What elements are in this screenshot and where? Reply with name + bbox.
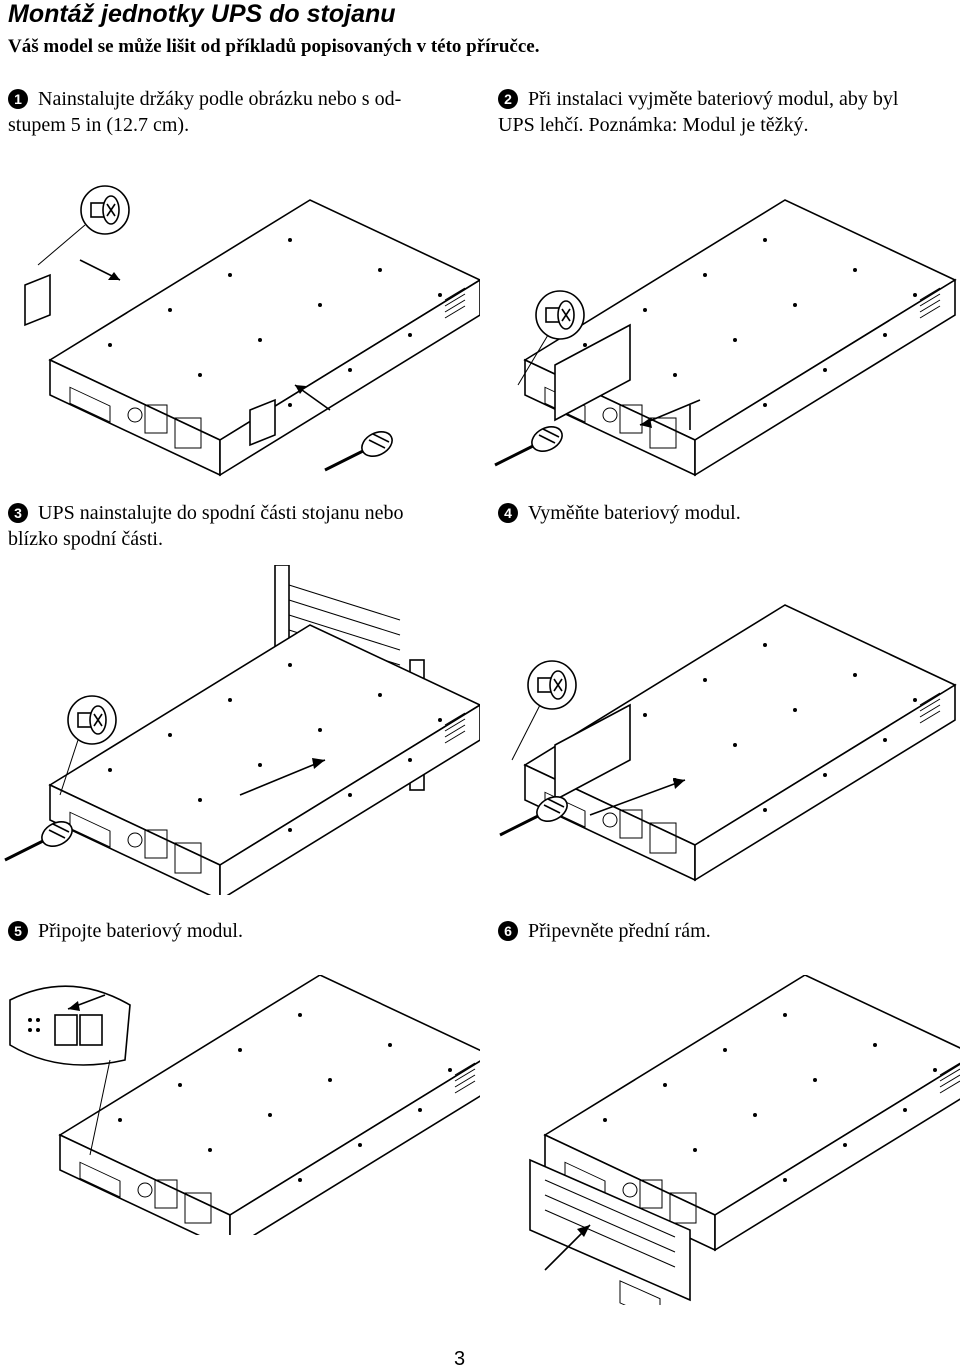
- step-3-text-line1: UPS nainstalujte do spodní části stojanu…: [38, 502, 404, 524]
- step-number-badge: 4: [498, 503, 518, 523]
- page-subtitle: Váš model se může lišit od příkladů popi…: [8, 36, 540, 57]
- step-number-badge: 5: [8, 921, 28, 941]
- step-number-badge: 3: [8, 503, 28, 523]
- step-number-badge: 2: [498, 89, 518, 109]
- step-2-text-line2: UPS lehčí. Poznámka: Modul je těžký.: [498, 114, 809, 136]
- figure-install-in-rack: [3, 565, 480, 895]
- step-4: 4 Vyměňte bateriový modul.: [498, 500, 741, 526]
- figure-attach-front-bezel: [529, 975, 960, 1305]
- step-1-text-line2: stupem 5 in (12.7 cm).: [8, 114, 190, 136]
- step-2: 2 Při instalaci vyjměte bateriový modul, …: [498, 86, 898, 138]
- step-2-text-line1: Při instalaci vyjměte bateriový modul, a…: [528, 88, 899, 110]
- figure-connect-battery: [9, 975, 480, 1235]
- page-number: 3: [454, 1348, 466, 1370]
- step-3: 3 UPS nainstalujte do spodní části stojan…: [8, 500, 404, 552]
- figure-remove-battery: [493, 199, 956, 476]
- step-number-badge: 6: [498, 921, 518, 941]
- figure-replace-battery: [498, 604, 956, 881]
- step-5-text-line1: Připojte bateriový modul.: [38, 920, 243, 942]
- step-5: 5 Připojte bateriový modul.: [8, 918, 243, 944]
- step-4-text-line1: Vyměňte bateriový modul.: [528, 502, 741, 524]
- step-number-badge: 1: [8, 89, 28, 109]
- step-1-text-line1: Nainstalujte držáky podle obrázku nebo s…: [38, 88, 402, 110]
- page-title: Montáž jednotky UPS do stojanu: [8, 0, 396, 28]
- step-6: 6 Připevněte přední rám.: [498, 918, 711, 944]
- figure-install-brackets: [24, 185, 480, 476]
- step-6-text-line1: Připevněte přední rám.: [528, 920, 711, 942]
- step-3-text-line2: blízko spodní části.: [8, 528, 163, 550]
- step-1: 1 Nainstalujte držáky podle obrázku nebo …: [8, 86, 401, 138]
